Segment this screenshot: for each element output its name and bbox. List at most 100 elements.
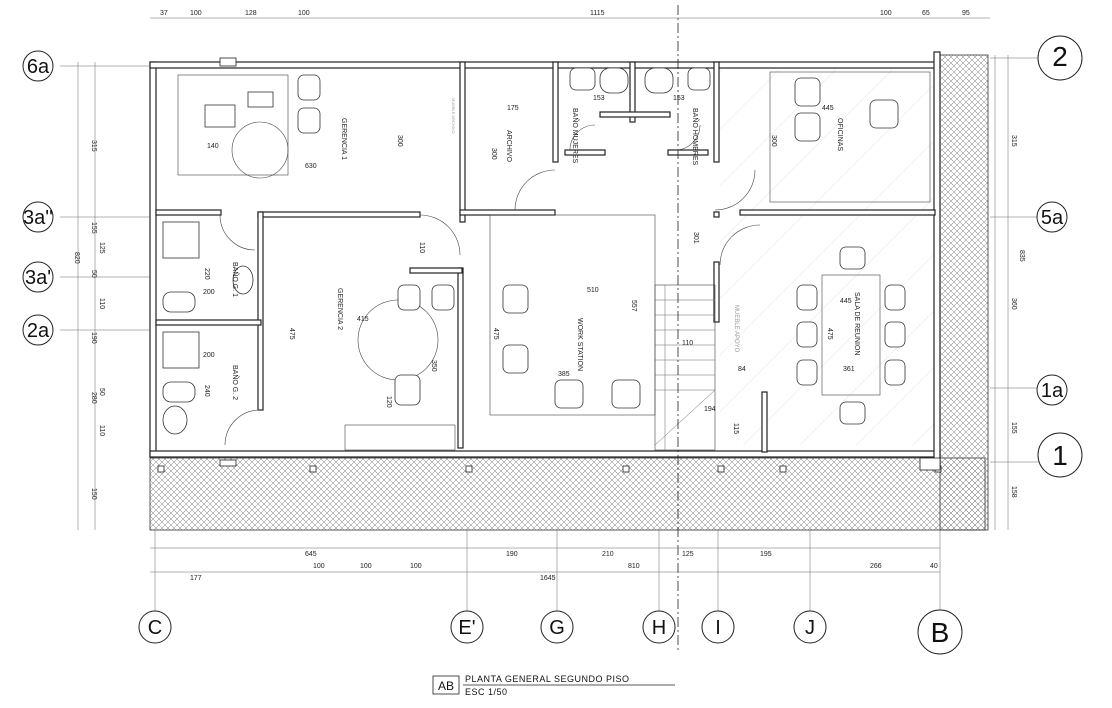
dimension-label: 1115 [590, 10, 605, 17]
dimension-label: 475 [288, 328, 295, 340]
wall-east [933, 51, 941, 471]
dimension-label: 150 [90, 488, 97, 500]
dimension-label: 50 [90, 270, 97, 278]
drawing-scale: ESC 1/50 [465, 687, 508, 697]
dimension-label: 153 [593, 95, 605, 102]
axis-label-5a: 5a [1041, 207, 1064, 229]
dimension-label: 315 [90, 140, 97, 152]
dimension-label: 140 [207, 143, 219, 150]
axis-label-j: J [805, 617, 815, 639]
room-oficinas: OFICINAS [836, 118, 843, 151]
dimension-label: 300 [396, 135, 403, 147]
dimension-label: 200 [203, 352, 215, 359]
label-mueble-apoyo: MUEBLE APOYO [733, 305, 739, 353]
dimension-label: 115 [732, 423, 739, 434]
axis-label-b: B [931, 617, 950, 648]
dimension-label: 110 [98, 298, 105, 309]
title-logo-text: AB [438, 679, 454, 693]
room-bano-g2: BAÑO G. 2 [231, 365, 240, 400]
dimension-label: 110 [98, 425, 105, 436]
dimension-label: 100 [190, 10, 202, 17]
dimension-label: 155 [90, 222, 97, 234]
dimension-label: 820 [73, 252, 80, 264]
axis-label-h: H [652, 617, 666, 639]
axis-label-2a: 2a [27, 320, 50, 342]
dimension-label: 195 [760, 551, 772, 558]
dimension-label: 220 [203, 268, 210, 280]
dimension-label: 475 [492, 328, 499, 340]
dimension-label: 100 [298, 10, 310, 17]
dimension-label: 100 [360, 563, 372, 570]
dimension-label: 240 [203, 385, 210, 397]
dimension-label: 110 [682, 340, 693, 347]
dimension-label: 190 [506, 551, 518, 558]
drawing-title: PLANTA GENERAL SEGUNDO PISO [465, 674, 630, 684]
dimension-label: 100 [880, 10, 892, 17]
diagonal-fill [720, 70, 935, 445]
dimension-label: 510 [587, 287, 599, 294]
east-terrace [939, 54, 989, 531]
dimension-label: 194 [704, 406, 716, 413]
dimension-label: 645 [305, 551, 317, 558]
title-logo-box [432, 675, 460, 695]
room-bano-mujeres: BAÑO MUJERES [571, 108, 580, 164]
dimension-label: 190 [90, 332, 97, 344]
dimension-label: 100 [410, 563, 422, 570]
dimension-label: 100 [313, 563, 325, 570]
dimension-label: 50 [98, 388, 105, 396]
dimension-label: 40 [930, 563, 938, 570]
dimension-label: 177 [190, 575, 202, 582]
axis-label-i: I [715, 617, 721, 639]
axis-label-3a2: 3a'' [23, 207, 53, 229]
axis-label-g: G [549, 617, 565, 639]
axis-label-6a: 6a [27, 56, 50, 78]
dimension-label: 120 [385, 396, 392, 408]
dimension-label: 128 [245, 10, 257, 17]
dimension-label: 158 [1010, 486, 1017, 498]
dimension-label: 280 [90, 392, 97, 404]
dimension-label: 125 [98, 242, 105, 254]
dimension-label: 360 [1010, 298, 1017, 310]
dimension-label: 415 [357, 316, 369, 323]
dimension-label: 200 [203, 289, 215, 296]
wall-north [149, 61, 941, 69]
wall-west [149, 61, 157, 458]
dimension-label: 65 [922, 10, 930, 17]
dimension-label: 84 [738, 366, 746, 373]
axis-bubbles-bottom [138, 609, 963, 655]
dimension-label: 125 [682, 551, 694, 558]
dimension-label: 210 [602, 551, 614, 558]
dimension-label: 361 [843, 366, 855, 373]
room-bano-hombres: BAÑO HOMBRES [691, 108, 700, 166]
room-archivo: ARCHIVO [505, 130, 512, 162]
south-terrace [149, 457, 986, 531]
room-bano-g1: BAÑO G. 1 [231, 262, 240, 297]
dimension-label: 475 [826, 328, 833, 340]
axis-label-1a: 1a [1041, 380, 1064, 402]
room-work-station: WORK STATION [576, 318, 583, 371]
dimension-label: 835 [1018, 250, 1025, 262]
label-mueble-archivo: MUEBLE ARCHIVO [451, 98, 456, 134]
dimension-label: 315 [1010, 135, 1017, 147]
axis-label-e: E' [458, 617, 475, 639]
axis-label-c: C [148, 617, 162, 639]
dimension-label: 95 [962, 10, 970, 17]
dimension-label: 300 [490, 148, 497, 160]
dimension-label: 300 [770, 135, 777, 147]
dimension-label: 155 [1010, 422, 1017, 434]
dimension-label: 1645 [540, 575, 556, 582]
dimension-label: 110 [418, 242, 425, 253]
axis-bubbles-left [22, 50, 54, 346]
axis-label-3a1: 3a' [25, 267, 51, 289]
dimension-label: 266 [870, 563, 882, 570]
dimension-label: 557 [630, 300, 637, 312]
dimension-label: 385 [558, 371, 570, 378]
wall-south [149, 450, 941, 458]
dimension-label: 350 [430, 360, 437, 372]
room-gerencia-1: GERENCIA 1 [340, 118, 347, 160]
dimension-label: 175 [507, 105, 519, 112]
dimension-label: 301 [692, 232, 699, 244]
dimension-label: 445 [840, 298, 852, 305]
axis-label-1: 1 [1052, 440, 1068, 471]
